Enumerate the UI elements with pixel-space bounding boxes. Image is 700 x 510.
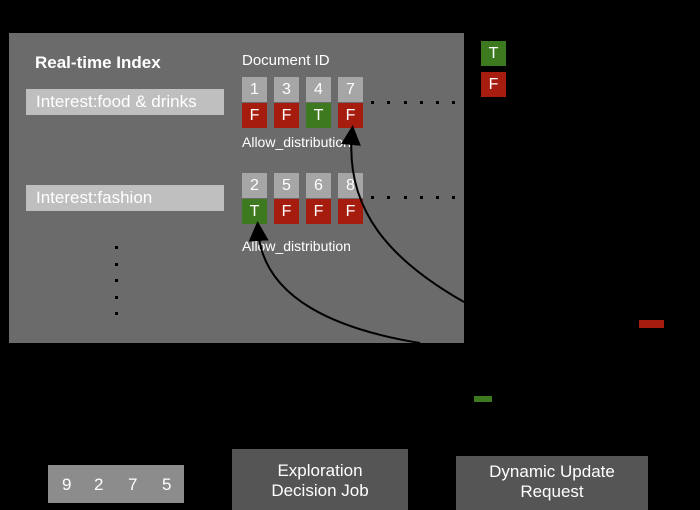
interest-fashion: Interest:fashion [26,185,224,211]
legend-false-cell: F [481,72,506,97]
queue-item: 5 [162,475,172,494]
allow-flag-cell: F [338,199,363,224]
legend-true-cell: T [481,41,506,66]
queue-item: 9 [62,475,72,494]
document-id-label: Document ID [242,52,330,69]
false-color-swatch [639,320,664,328]
doc-id-cell: 5 [274,173,299,198]
continuation-dots-row2 [371,196,455,199]
allow-flag-cell: F [274,199,299,224]
allow-flag-cell: F [274,103,299,128]
allow-flag-cell: T [242,199,267,224]
continuation-dots-row1 [371,101,455,104]
allow-flag-cell: F [242,103,267,128]
update-arrow-to-doc-2 [248,221,421,344]
queue-item: 7 [128,475,138,494]
allow-flag-cell: F [306,199,331,224]
doc-id-cell: 3 [274,77,299,102]
allow-distribution-label: Allow_distribution [242,134,351,150]
doc-id-cell: 6 [306,173,331,198]
vertical-continuation-dots [115,246,118,315]
document-queue: 9 2 7 5 [48,465,184,503]
doc-id-cell: 7 [338,77,363,102]
dynamic-update-line2: Request [520,482,584,501]
doc-id-cell: 1 [242,77,267,102]
doc-id-cell: 4 [306,77,331,102]
allow-distribution-label: Allow_distribution [242,238,351,254]
exploration-decision-job-box: Exploration Decision Job [232,449,408,510]
doc-id-cell: 2 [242,173,267,198]
dynamic-update-line1: Dynamic Update [489,462,615,481]
dynamic-update-request-box: Dynamic Update Request [456,456,648,510]
queue-item: 2 [94,475,104,494]
true-color-swatch [474,396,492,402]
allow-flag-cell: F [338,103,363,128]
interest-food-drinks: Interest:food & drinks [26,89,224,115]
exploration-job-line2: Decision Job [271,481,369,500]
update-arrow-to-doc-7 [340,125,465,303]
exploration-job-line1: Exploration [277,461,363,480]
index-title: Real-time Index [35,53,161,72]
allow-flag-cell: T [306,103,331,128]
